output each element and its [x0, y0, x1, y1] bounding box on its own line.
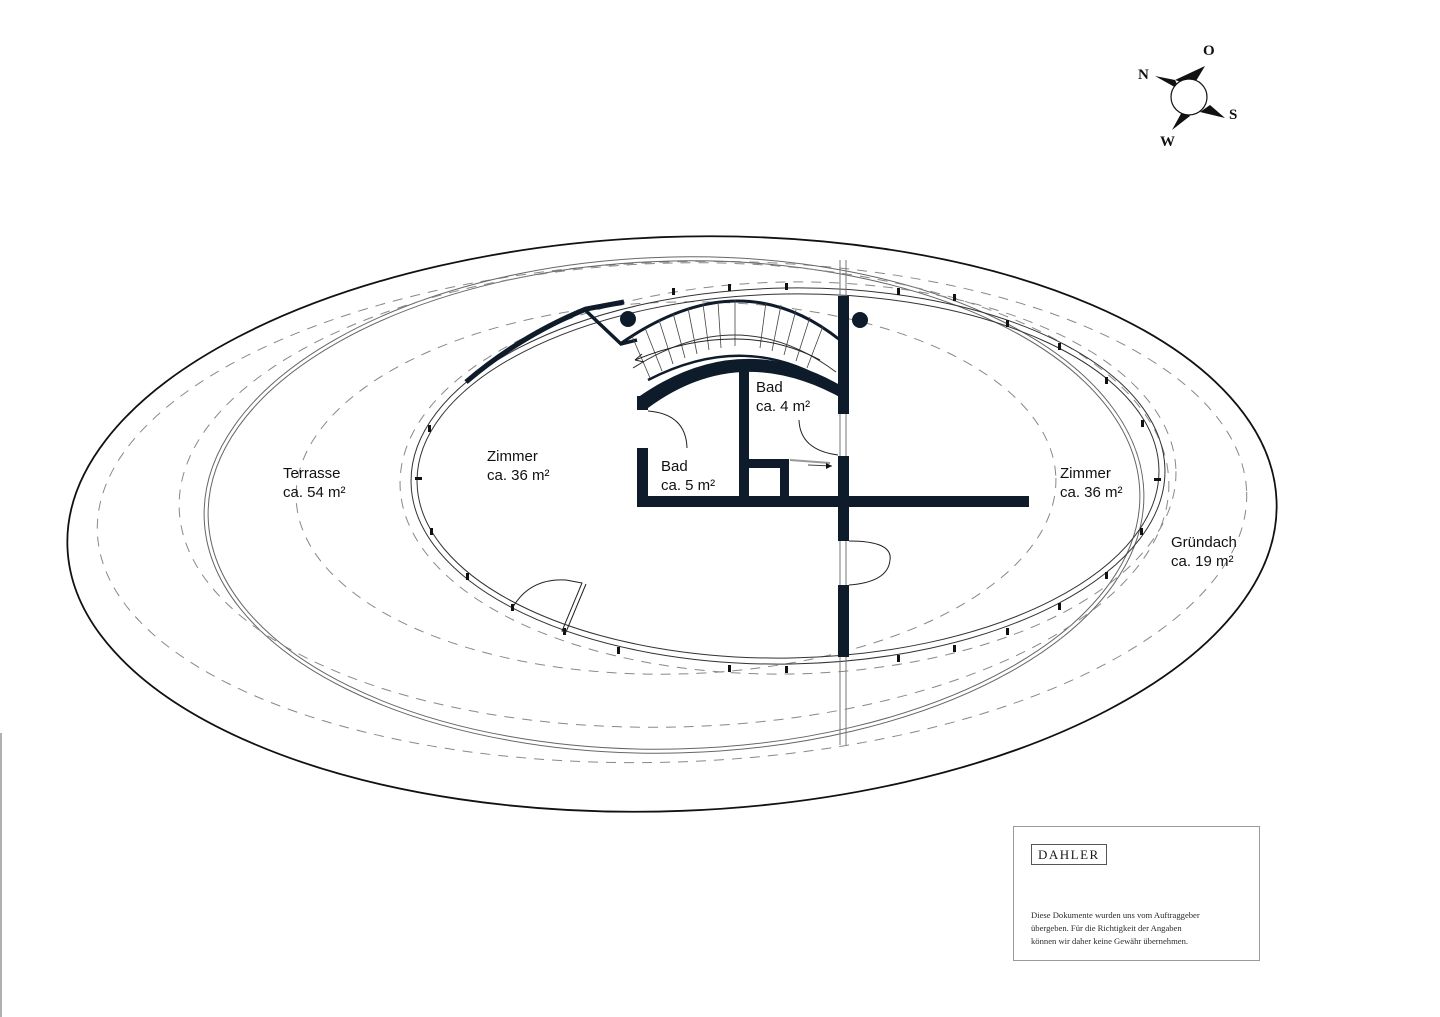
sliding-door-arrow [789, 459, 833, 469]
disclaimer-line: können wir daher keine Gewähr übernehmen… [1031, 936, 1189, 946]
column-left [620, 311, 636, 327]
room-label-gruendach: Gründach ca. 19 m² [1171, 533, 1237, 571]
room-area: ca. 5 m² [661, 477, 716, 494]
room-area: ca. 54 m² [283, 484, 346, 501]
parapet-line-inner [207, 260, 1141, 750]
inner-dashed-line-2 [295, 301, 1057, 675]
room-area: ca. 36 m² [487, 467, 550, 484]
room-area: ca. 19 m² [1171, 553, 1234, 570]
room-name: Zimmer [487, 448, 538, 465]
compass-north-label: N [1138, 67, 1149, 83]
compass-rose [1155, 66, 1225, 130]
room-label-zimmer-west: Zimmer ca. 36 m² [487, 447, 550, 485]
compass-east-label: O [1203, 43, 1215, 59]
doors [512, 410, 891, 633]
facade-outer [410, 287, 1166, 665]
room-name: Bad [661, 458, 688, 475]
facade-dashed [399, 281, 1177, 675]
compass-west-label: W [1160, 134, 1175, 150]
room-name: Gründach [1171, 534, 1237, 551]
disclaimer-text: Diese Dokumente wurden uns vom Auftragge… [1031, 909, 1256, 948]
room-name: Terrasse [283, 465, 341, 482]
room-name: Bad [756, 379, 783, 396]
facade-wall-upper-left [464, 299, 625, 384]
room-label-bad-5: Bad ca. 5 m² [661, 457, 715, 495]
disclaimer-line: Diese Dokumente wurden uns vom Auftragge… [1031, 910, 1200, 920]
outer-roof-outline [66, 235, 1278, 813]
disclaimer-line: übergeben. Für die Richtigkeit der Angab… [1031, 923, 1182, 933]
room-name: Zimmer [1060, 465, 1111, 482]
page-edge-line [0, 733, 2, 1017]
room-label-zimmer-east: Zimmer ca. 36 m² [1060, 464, 1123, 502]
room-label-bad-4: Bad ca. 4 m² [756, 378, 810, 416]
info-box: DAHLER Diese Dokumente wurden uns vom Au… [1013, 826, 1260, 961]
compass-south-label: S [1229, 107, 1238, 123]
facade-inner [416, 293, 1160, 659]
column-right [852, 312, 868, 328]
room-area: ca. 4 m² [756, 398, 811, 415]
parapet-line-outer [203, 256, 1145, 754]
outer-dashed-line [96, 260, 1248, 764]
room-label-terrasse: Terrasse ca. 54 m² [283, 464, 346, 502]
core-walls [637, 296, 1029, 657]
mid-dashed-line [178, 262, 1170, 728]
room-area: ca. 36 m² [1060, 484, 1123, 501]
window-mullions [415, 283, 1161, 673]
brand-logo: DAHLER [1031, 844, 1107, 865]
